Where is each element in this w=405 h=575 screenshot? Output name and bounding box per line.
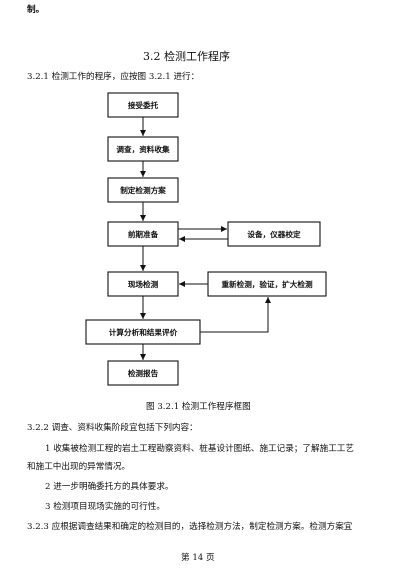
node-retest: 重新检测，验证，扩大检测 bbox=[207, 271, 327, 297]
arrow-analysis-retest bbox=[200, 297, 271, 333]
paragraph-3-2-1: 3.2.1 检测工作的程序，应按图 3.2.1 进行： bbox=[27, 72, 200, 82]
node-prep: 前期准备 bbox=[107, 221, 179, 247]
figure-caption: 图 3.2.1 检测工作程序框图 bbox=[146, 402, 251, 412]
node-report-label: 检测报告 bbox=[128, 368, 159, 378]
node-field: 现场检测 bbox=[107, 271, 179, 297]
list-item-1-line-1: 1 收集被检测工程的岩土工程勘察资料、桩基设计图纸、施工记录；了解施工工艺 bbox=[45, 444, 354, 454]
node-analysis-label: 计算分析和结果评价 bbox=[109, 327, 178, 337]
top-text-fragment: 制。 bbox=[27, 5, 45, 15]
list-item-2: 2 进一步明确委托方的具体要求。 bbox=[45, 482, 174, 492]
flowchart: 接受委托 调查，资料收集 制定检测方案 前期准备 现场检测 计算分析和结果评价 … bbox=[85, 92, 327, 386]
node-equip: 设备，仪器校定 bbox=[227, 221, 321, 247]
node-accept: 接受委托 bbox=[107, 92, 179, 118]
node-survey: 调查，资料收集 bbox=[107, 136, 179, 162]
node-analysis: 计算分析和结果评价 bbox=[85, 319, 201, 345]
node-equip-label: 设备，仪器校定 bbox=[247, 229, 301, 239]
list-item-3: 3 检测项目现场实施的可行性。 bbox=[45, 502, 165, 512]
node-survey-label: 调查，资料收集 bbox=[116, 144, 170, 154]
paragraph-3-2-2: 3.2.2 调查、资料收集阶段宜包括下列内容： bbox=[27, 423, 198, 433]
section-heading: 3.2 检测工作程序 bbox=[143, 50, 230, 63]
node-plan: 制定检测方案 bbox=[107, 177, 179, 203]
node-accept-label: 接受委托 bbox=[128, 100, 159, 110]
node-plan-label: 制定检测方案 bbox=[120, 185, 166, 195]
node-retest-label: 重新检测，验证，扩大检测 bbox=[221, 279, 313, 289]
page-number: 第 14 页 bbox=[181, 553, 215, 563]
list-item-1-line-2: 和施工中出现的异常情况。 bbox=[27, 462, 131, 472]
node-prep-label: 前期准备 bbox=[128, 229, 159, 239]
node-field-label: 现场检测 bbox=[128, 279, 159, 289]
paragraph-3-2-3: 3.2.3 应根据调查结果和确定的检测目的，选择检测方法，制定检测方案。检测方案… bbox=[27, 522, 353, 532]
node-report: 检测报告 bbox=[107, 360, 179, 386]
